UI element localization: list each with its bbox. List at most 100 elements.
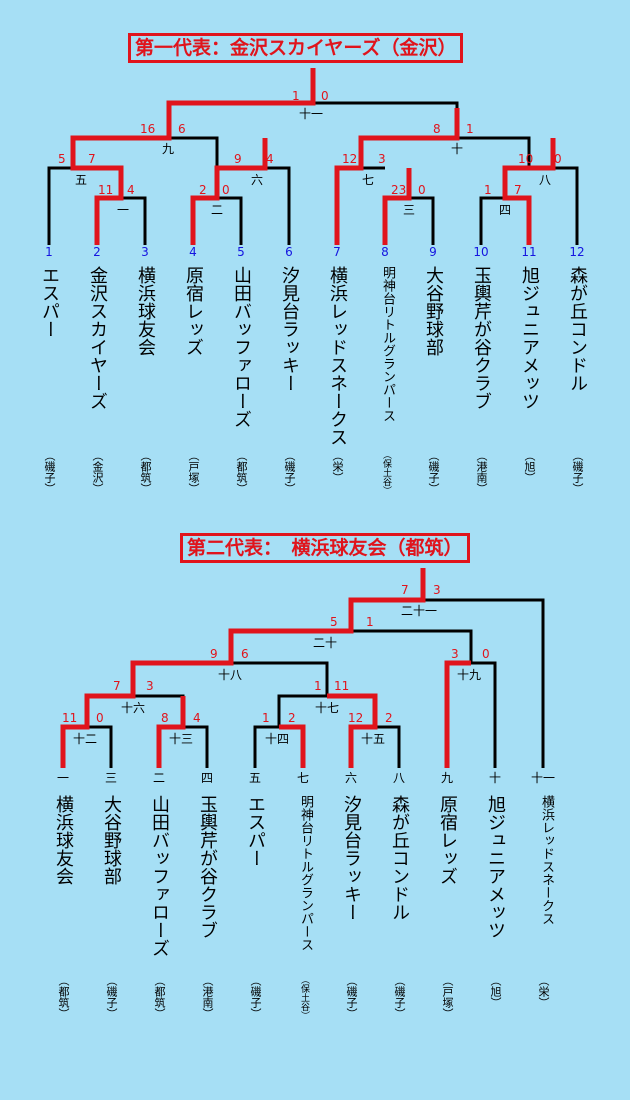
match-number: 一 [117, 203, 129, 217]
seed-number: 一 [57, 771, 69, 785]
team-name: 横浜球友会 [53, 795, 74, 885]
match-number: 十四 [265, 732, 289, 746]
seed-number: 四 [201, 771, 213, 785]
match-number: 十五 [361, 732, 385, 746]
seed-number: 5 [237, 245, 245, 259]
score-m21-right: 3 [433, 583, 441, 597]
match-number: 十八 [218, 668, 242, 682]
score-m12-right: 0 [96, 711, 104, 725]
bracket1-title: 第一代表：金沢スカイヤーズ（金沢） [128, 33, 464, 63]
score-m8-left: 10 [518, 152, 533, 166]
score-m17-left: 1 [314, 679, 322, 693]
team-area: （磯子） [427, 450, 440, 494]
seed-number: 三 [105, 771, 117, 785]
match-number: 十九 [457, 668, 481, 682]
team-area: （都筑） [235, 450, 248, 494]
score-m14-left: 1 [262, 711, 270, 725]
score-m6-right: 4 [266, 152, 274, 166]
team-area: （磯子） [393, 975, 406, 1019]
bracket1-scores: 11 4 2 0 23 0 1 7 5 7 9 4 12 3 10 0 16 6… [58, 89, 562, 197]
team-name: 大谷野球部 [101, 795, 122, 885]
score-m3-left: 23 [391, 183, 406, 197]
team-area: （旭） [489, 975, 502, 1008]
bracket2-seeds: 一 三 二 四 五 七 六 八 九 十 十一 [57, 771, 555, 785]
team-area: （栄） [331, 450, 344, 483]
team-area: （港南） [201, 975, 214, 1019]
bracket2-winner-path [60, 568, 471, 768]
team-area: （磯子） [105, 975, 118, 1019]
score-m20-right: 1 [366, 615, 374, 629]
score-m2-right: 0 [222, 183, 230, 197]
bracket1-winner-path [70, 68, 556, 245]
team-area: （金沢） [91, 450, 104, 494]
team-name: 横浜レッドスネークス [539, 795, 554, 925]
seed-number: 7 [333, 245, 341, 259]
seed-number: 二 [153, 771, 165, 785]
seed-number: 4 [189, 245, 197, 259]
score-m15-left: 12 [348, 711, 363, 725]
score-m2-left: 2 [199, 183, 207, 197]
team-name: 明神台リトルグランパース [380, 266, 395, 422]
team-area: （磯子） [571, 450, 584, 494]
score-m20-left: 5 [330, 615, 338, 629]
score-m14-right: 2 [288, 711, 296, 725]
score-m17-right: 11 [334, 679, 349, 693]
score-m15-right: 2 [385, 711, 393, 725]
team-area: （保土谷） [381, 450, 391, 495]
seed-number: 8 [381, 245, 389, 259]
score-m5-right: 7 [88, 152, 96, 166]
team-name: 金沢スカイヤーズ [87, 266, 108, 410]
match-number: 二 [211, 203, 223, 217]
score-m13-left: 8 [161, 711, 169, 725]
match-number: 八 [539, 173, 551, 187]
score-m8-right: 0 [554, 152, 562, 166]
score-m13-right: 4 [193, 711, 201, 725]
match-number: 二十 [313, 636, 337, 650]
score-m18-right: 6 [241, 647, 249, 661]
team-name: エスパー [39, 266, 60, 338]
match-number: 十二 [73, 732, 97, 746]
team-name: 汐見台ラッキー [341, 795, 362, 921]
seed-number: 五 [249, 771, 261, 785]
team-name: 森が丘コンドル [567, 266, 588, 392]
team-name: 横浜レッドスネークス [327, 266, 348, 446]
seed-number: 3 [141, 245, 149, 259]
team-name: 森が丘コンドル [389, 795, 410, 921]
match-number: 二十一 [401, 604, 437, 618]
team-area: （磯子） [249, 975, 262, 1019]
bracket1-match-numbers: 一 二 三 四 五 六 七 八 九 十 十一 [75, 107, 551, 217]
team-area: （港南） [475, 450, 488, 494]
bracket2-title: 第二代表： 横浜球友会（都筑） [180, 533, 470, 563]
seed-number: 2 [93, 245, 101, 259]
bracket2-scores: 11 0 8 4 1 2 12 2 7 3 1 11 9 6 3 0 5 1 7… [62, 583, 490, 725]
team-area: （旭） [523, 450, 536, 483]
team-name: 山田バッファローズ [231, 266, 252, 428]
score-m16-left: 7 [113, 679, 121, 693]
bracket1-seeds: 1 2 3 4 5 6 7 8 9 10 11 12 [45, 245, 584, 259]
score-m19-left: 3 [451, 647, 459, 661]
team-area: （磯子） [43, 450, 56, 494]
seed-number: 1 [45, 245, 53, 259]
match-number: 三 [403, 203, 415, 217]
score-m1-left: 11 [98, 183, 113, 197]
match-number: 五 [75, 173, 87, 187]
team-area: （栄） [537, 975, 550, 1008]
score-m11-left: 1 [292, 89, 300, 103]
seed-number: 九 [441, 771, 453, 785]
score-m1-right: 4 [127, 183, 135, 197]
seed-number: 六 [345, 771, 357, 785]
seed-number: 6 [285, 245, 293, 259]
seed-number: 十一 [531, 771, 555, 785]
score-m4-right: 7 [514, 183, 522, 197]
team-name: 旭ジュニアメッツ [485, 795, 506, 939]
bracket1-lines [47, 101, 579, 245]
team-name: 横浜球友会 [135, 266, 156, 356]
score-m9-left: 16 [140, 122, 155, 136]
match-number: 十三 [169, 732, 193, 746]
score-m16-right: 3 [146, 679, 154, 693]
seed-number: 11 [521, 245, 536, 259]
score-m7-right: 3 [378, 152, 386, 166]
team-name: 玉輿芹が谷クラブ [197, 795, 218, 939]
score-m11-right: 0 [321, 89, 329, 103]
